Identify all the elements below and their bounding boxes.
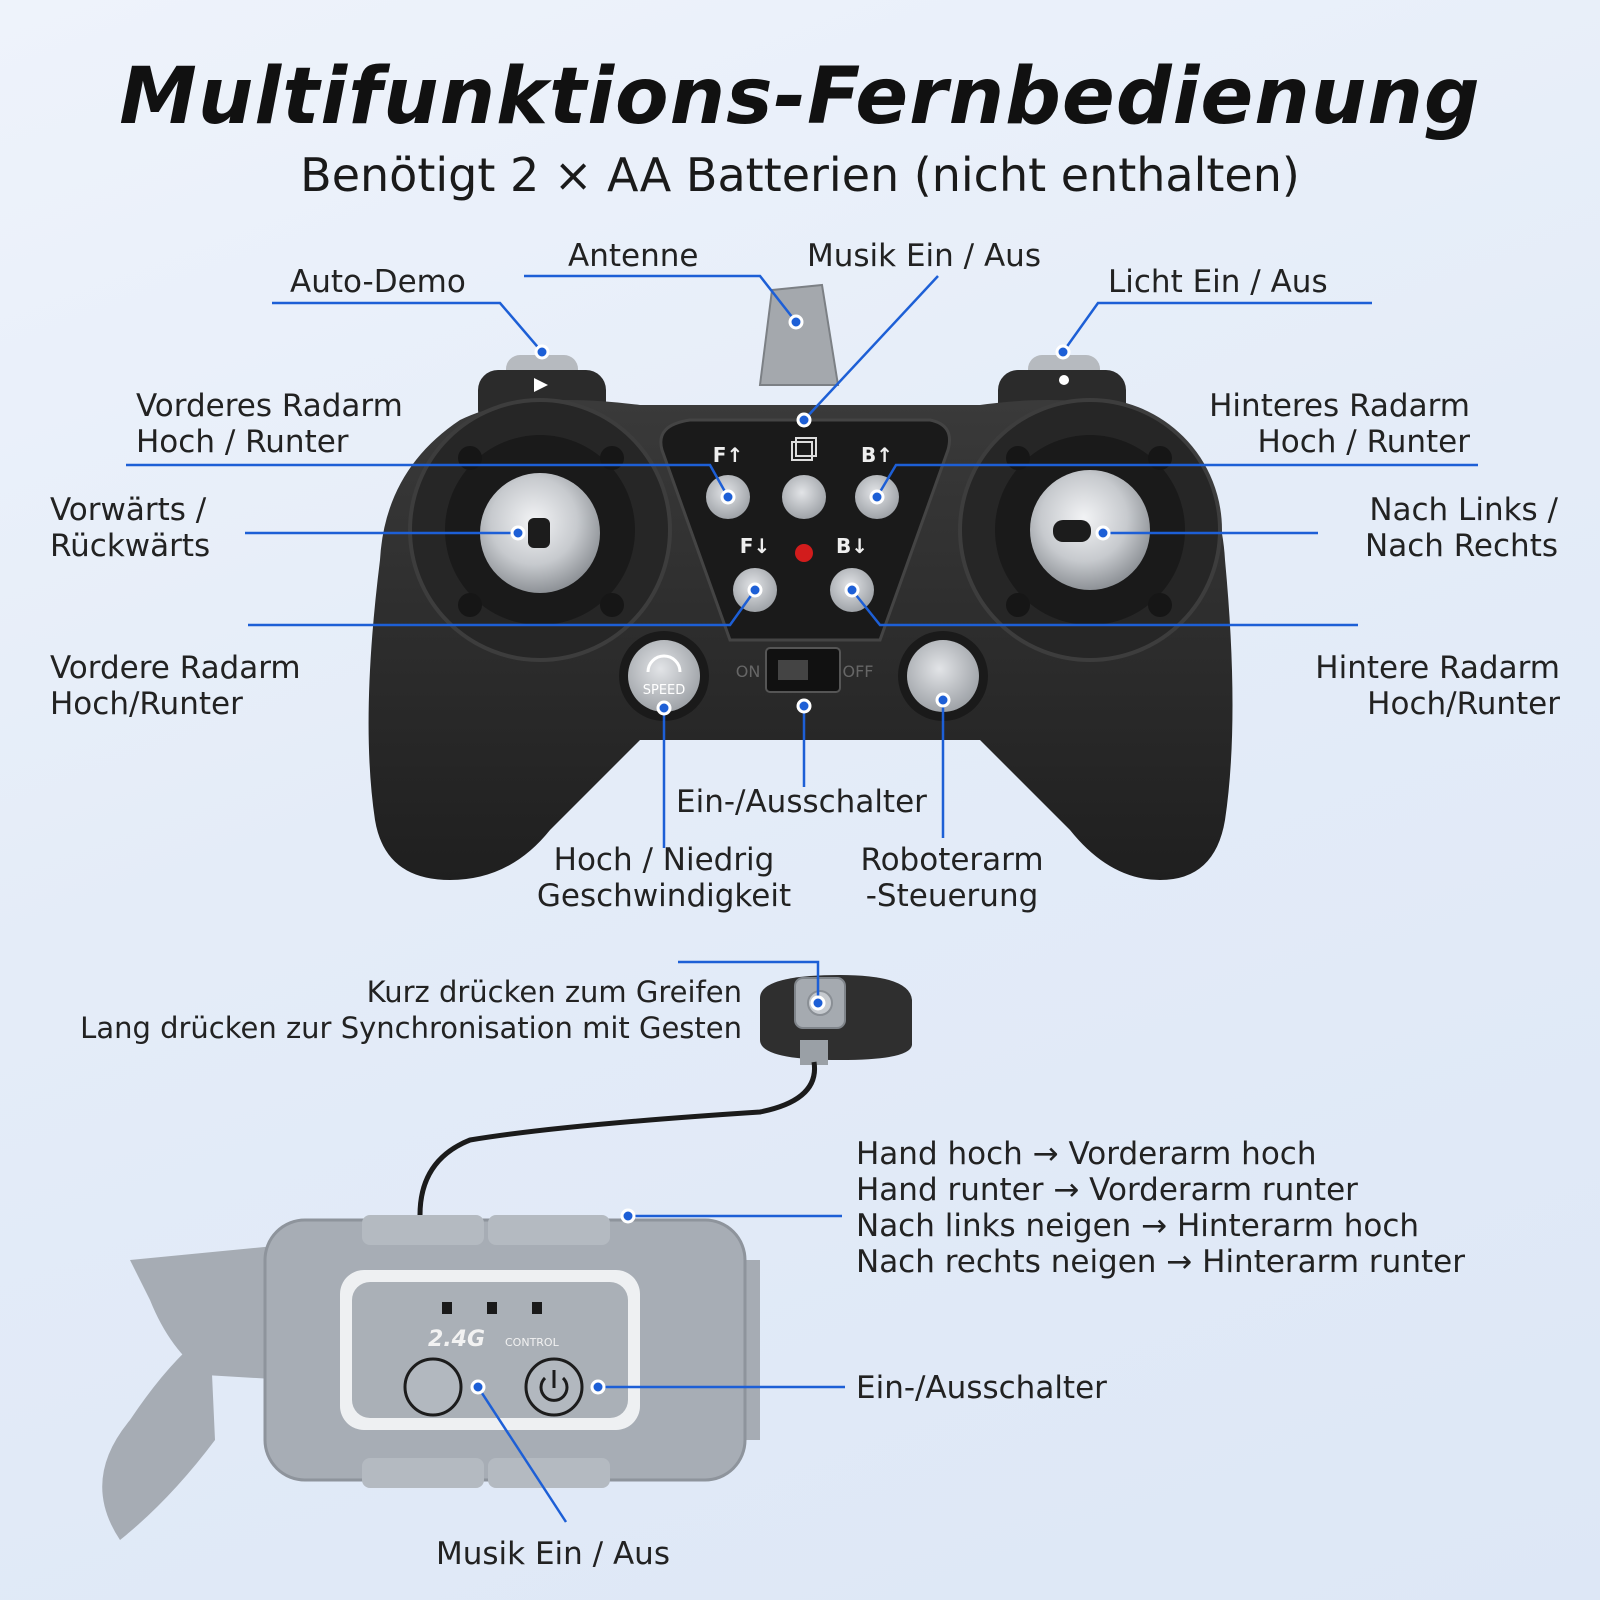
label-rear-arm-b-line1: Hintere Radarm bbox=[1315, 650, 1560, 686]
speedometer-icon bbox=[646, 654, 682, 673]
label-music-top: Musik Ein / Aus bbox=[807, 238, 1041, 274]
wrist-controller: 2.4G CONTROL bbox=[102, 1215, 760, 1540]
rear-down-label: B↓ bbox=[836, 534, 868, 558]
label-robot-arm-line1: Roboterarm bbox=[860, 842, 1044, 878]
label-rear-arm-b-line2: Hoch/Runter bbox=[1367, 686, 1560, 722]
label-ring-line2: Lang drücken zur Synchronisation mit Ges… bbox=[80, 1011, 742, 1045]
music-toggle-button[interactable] bbox=[403, 1357, 463, 1417]
cable bbox=[417, 1061, 818, 1216]
speed-label: SPEED bbox=[643, 683, 686, 698]
label-forward-line1: Vorwärts / bbox=[50, 492, 207, 528]
label-ring-line1: Kurz drücken zum Greifen bbox=[366, 975, 742, 1009]
label-speed-line1: Hoch / Niedrig bbox=[553, 842, 775, 878]
label-front-arm-b-line2: Hoch/Runter bbox=[50, 686, 243, 722]
indicator-led bbox=[795, 544, 813, 562]
gesture-move-item: Hand hoch → Vorderarm hoch bbox=[856, 1136, 1317, 1172]
remote-leader-dots bbox=[510, 314, 1111, 716]
label-forward-line2: Rückwärts bbox=[50, 528, 211, 564]
remote-controller: F↑ B↑ F↓ B↓ SPEED ON OFF bbox=[368, 283, 1233, 880]
light-icon bbox=[1059, 375, 1069, 385]
label-front-arm: Vorderes Radarm Hoch / Runter bbox=[136, 388, 403, 460]
label-leftright-line1: Nach Links / bbox=[1369, 492, 1558, 528]
gesture-leader-lines bbox=[476, 960, 845, 1523]
label-rear-arm-line2: Hoch / Runter bbox=[1257, 424, 1470, 460]
music-note-icon bbox=[791, 437, 817, 461]
gesture-move-item: Nach links neigen → Hinterarm hoch bbox=[856, 1208, 1420, 1244]
robot-arm-button[interactable] bbox=[907, 640, 979, 712]
label-light: Licht Ein / Aus bbox=[1108, 264, 1328, 300]
gesture-move-item: Nach rechts neigen → Hinterarm runter bbox=[856, 1244, 1465, 1280]
label-robot-arm: Roboterarm -Steuerung bbox=[840, 842, 1064, 914]
label-front-arm-line2: Hoch / Runter bbox=[136, 424, 349, 460]
play-icon bbox=[534, 378, 548, 392]
label-speed-line2: Geschwindigkeit bbox=[536, 878, 792, 914]
music-button[interactable] bbox=[782, 475, 826, 519]
label-robot-arm-line2: -Steuerung bbox=[865, 878, 1039, 914]
brand-logo-main: 2.4G bbox=[428, 1327, 485, 1352]
switch-off-label: OFF bbox=[843, 662, 874, 681]
gesture-leader-dots bbox=[470, 995, 826, 1395]
switch-on-label: ON bbox=[736, 662, 761, 681]
label-ring: Kurz drücken zum Greifen Lang drücken zu… bbox=[80, 974, 742, 1046]
rear-up-label: B↑ bbox=[861, 443, 893, 467]
label-rear-arm: Hinteres Radarm Hoch / Runter bbox=[1209, 388, 1470, 460]
label-front-arm-bottom: Vordere Radarm Hoch/Runter bbox=[50, 650, 301, 722]
label-band-power: Ein-/Ausschalter bbox=[856, 1370, 1107, 1406]
label-rear-arm-line1: Hinteres Radarm bbox=[1209, 388, 1470, 424]
label-leftright-line2: Nach Rechts bbox=[1365, 528, 1558, 564]
gesture-move-item: Hand runter → Vorderarm runter bbox=[856, 1172, 1358, 1208]
label-front-arm-line1: Vorderes Radarm bbox=[136, 388, 403, 424]
label-forward-backward: Vorwärts / Rückwärts bbox=[50, 492, 210, 564]
page-subtitle: Benötigt 2 × AA Batterien (nicht enthalt… bbox=[300, 148, 1300, 202]
power-icon bbox=[539, 1370, 569, 1402]
gesture-move-list: Hand hoch → Vorderarm hoch Hand runter →… bbox=[856, 1136, 1465, 1280]
label-band-music: Musik Ein / Aus bbox=[436, 1536, 670, 1572]
remote-leader-lines bbox=[126, 274, 1478, 848]
label-power-switch: Ein-/Ausschalter bbox=[676, 784, 927, 820]
label-auto-demo: Auto-Demo bbox=[290, 264, 466, 300]
front-up-label: F↑ bbox=[713, 443, 743, 467]
finger-ring bbox=[760, 975, 912, 1065]
page-title: Multifunktions-Fernbedienung bbox=[119, 52, 1481, 142]
label-speed: Hoch / Niedrig Geschwindigkeit bbox=[514, 842, 814, 914]
speed-button[interactable] bbox=[628, 640, 700, 712]
label-rear-arm-bottom: Hintere Radarm Hoch/Runter bbox=[1315, 650, 1560, 722]
brand-logo-sub: CONTROL bbox=[505, 1336, 560, 1349]
front-down-label: F↓ bbox=[740, 534, 770, 558]
label-left-right: Nach Links / Nach Rechts bbox=[1365, 492, 1558, 564]
label-antenna: Antenne bbox=[568, 238, 699, 274]
label-front-arm-b-line1: Vordere Radarm bbox=[50, 650, 301, 686]
antenna bbox=[758, 283, 840, 386]
